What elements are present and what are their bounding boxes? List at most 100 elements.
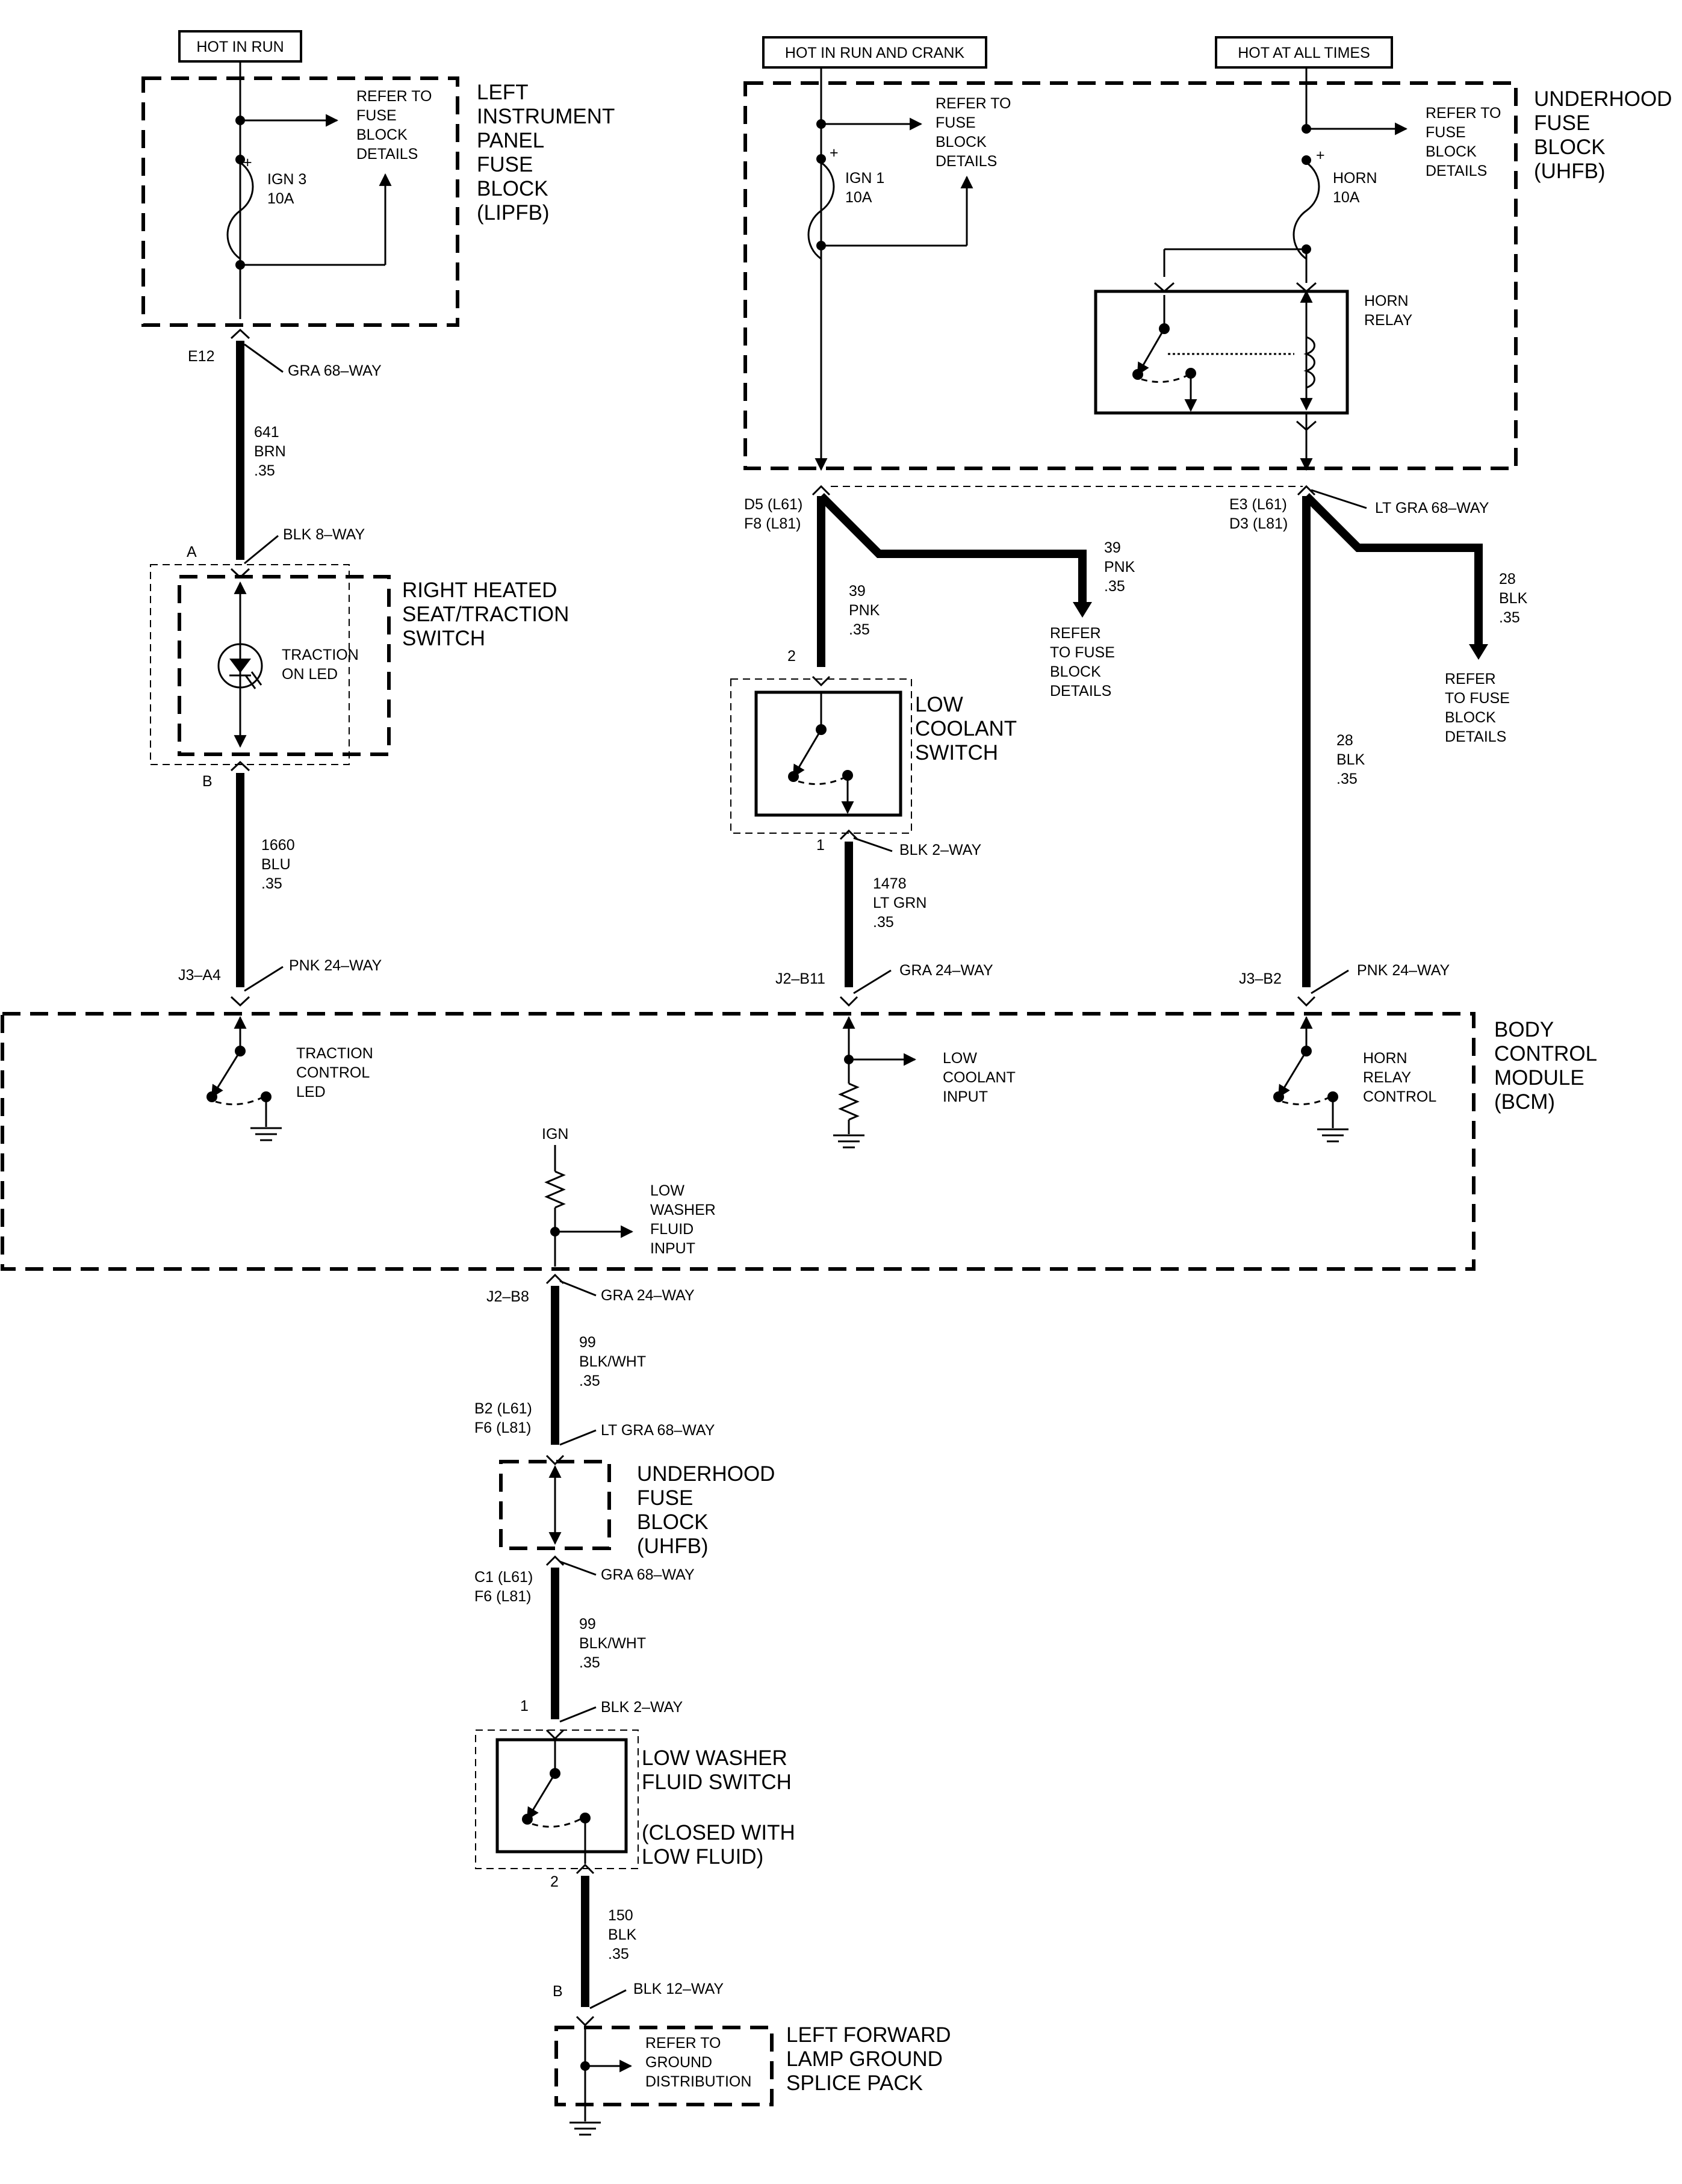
ground-icon xyxy=(1317,1128,1348,1143)
svg-text:TO FUSE: TO FUSE xyxy=(1445,690,1510,707)
header-hot-at-all-times: HOT AT ALL TIMES xyxy=(1215,36,1393,69)
ign3-fuse-label: IGN 3 10A xyxy=(267,171,306,207)
horn-relay: HORN RELAY xyxy=(1094,282,1412,471)
svg-text:DETAILS: DETAILS xyxy=(936,153,997,170)
svg-text:1660: 1660 xyxy=(261,837,295,854)
svg-text:TO FUSE: TO FUSE xyxy=(1050,644,1115,661)
horn-relay-coil-icon xyxy=(1303,336,1315,389)
svg-text:.35: .35 xyxy=(608,1946,629,1962)
svg-text:REFER TO: REFER TO xyxy=(1426,105,1501,122)
svg-text:TRACTION: TRACTION xyxy=(282,647,359,663)
ground-icon xyxy=(569,2121,601,2136)
svg-text:PNK 24–WAY: PNK 24–WAY xyxy=(1357,962,1450,979)
svg-text:LEFT: LEFT xyxy=(477,81,529,104)
ign1-fuse-icon xyxy=(807,161,835,260)
svg-text:REFER: REFER xyxy=(1445,671,1496,687)
svg-text:BLU: BLU xyxy=(261,856,291,873)
uhfb-top-fuse-block: UNDERHOOD FUSE BLOCK (UHFB) + REFER TO F… xyxy=(743,67,1672,471)
svg-text:GRA 24–WAY: GRA 24–WAY xyxy=(601,1287,695,1304)
connector-row-68-way-top: D5 (L61) F8 (L81) E3 (L61) D3 (L81) LT G… xyxy=(744,485,1489,532)
svg-text:INSTRUMENT: INSTRUMENT xyxy=(477,105,615,128)
connector-pin-1-coolant: 1 xyxy=(816,837,825,854)
connector-blk-8-way: BLK 8–WAY xyxy=(283,526,365,543)
svg-text:COOLANT: COOLANT xyxy=(943,1069,1016,1086)
svg-text:1478: 1478 xyxy=(873,875,907,892)
svg-text:FUSE: FUSE xyxy=(637,1486,693,1510)
svg-text:UNDERHOOD: UNDERHOOD xyxy=(1534,87,1672,111)
svg-text:FUSE: FUSE xyxy=(936,114,976,131)
svg-text:IGN: IGN xyxy=(542,1126,568,1143)
svg-text:HORN: HORN xyxy=(1364,293,1409,309)
svg-text:28: 28 xyxy=(1499,571,1516,588)
svg-text:UNDERHOOD: UNDERHOOD xyxy=(637,1462,775,1486)
wire-1478-lt-grn: 1 BLK 2–WAY 1478 LT GRN .35 J2–B11 GRA 2… xyxy=(775,829,993,1007)
svg-text:LT GRA 68–WAY: LT GRA 68–WAY xyxy=(601,1422,715,1439)
svg-text:LOW: LOW xyxy=(915,693,963,716)
svg-text:PNK: PNK xyxy=(1104,559,1135,575)
svg-text:CONTROL: CONTROL xyxy=(296,1064,370,1081)
lipfb-refer-text: REFER TO FUSE BLOCK DETAILS xyxy=(356,88,432,163)
right-heated-seat-traction-switch: A TRACTION ON LED RIGHT HEATED SEAT/TRAC… xyxy=(150,544,569,765)
svg-text:BLOCK: BLOCK xyxy=(1534,135,1606,159)
svg-text:LEFT FORWARD: LEFT FORWARD xyxy=(786,2023,951,2047)
svg-text:BLK 12–WAY: BLK 12–WAY xyxy=(633,1981,724,1997)
connector-pnk-24-way-left: PNK 24–WAY xyxy=(289,957,382,974)
svg-text:BLK: BLK xyxy=(608,1926,637,1943)
svg-text:.35: .35 xyxy=(261,875,282,892)
svg-text:LOW FLUID): LOW FLUID) xyxy=(642,1845,763,1869)
svg-text:INPUT: INPUT xyxy=(943,1088,988,1105)
svg-text:.35: .35 xyxy=(1336,771,1358,787)
svg-text:D5 (L61): D5 (L61) xyxy=(744,496,802,513)
svg-text:CONTROL: CONTROL xyxy=(1494,1042,1597,1066)
header-hot-at-all-times-text: HOT AT ALL TIMES xyxy=(1238,45,1370,61)
svg-text:BLK 2–WAY: BLK 2–WAY xyxy=(899,842,981,858)
svg-text:BLK 2–WAY: BLK 2–WAY xyxy=(601,1699,683,1716)
svg-text:.35: .35 xyxy=(1104,578,1125,595)
svg-text:IGN 1: IGN 1 xyxy=(845,170,884,187)
svg-text:ON LED: ON LED xyxy=(282,666,338,683)
svg-text:BRN: BRN xyxy=(254,443,286,460)
svg-text:28: 28 xyxy=(1336,732,1353,749)
svg-text:SWITCH: SWITCH xyxy=(915,741,998,765)
svg-text:F8 (L81): F8 (L81) xyxy=(744,515,801,532)
svg-text:BLK: BLK xyxy=(1499,590,1528,607)
svg-text:DETAILS: DETAILS xyxy=(356,146,418,163)
wire-39-pnk: 39 PNK .35 REFER TO FUSE BLOCK DETAILS 3… xyxy=(787,493,1135,700)
svg-text:REFER TO: REFER TO xyxy=(936,95,1011,112)
svg-text:.35: .35 xyxy=(579,1654,600,1671)
svg-text:RELAY: RELAY xyxy=(1363,1069,1411,1086)
svg-text:BLOCK: BLOCK xyxy=(477,177,548,200)
connector-pin-1-washer: 1 xyxy=(520,1698,529,1714)
svg-text:WASHER: WASHER xyxy=(650,1202,716,1218)
svg-text:10A: 10A xyxy=(1333,189,1360,206)
uhfb-title: UNDERHOOD FUSE BLOCK (UHFB) xyxy=(1534,87,1672,183)
svg-text:HORN: HORN xyxy=(1333,170,1377,187)
svg-text:10A: 10A xyxy=(845,189,872,206)
connector-j3-b2: J3–B2 xyxy=(1239,970,1282,987)
wire-150-blk: 2 150 BLK .35 B BLK 12–WAY xyxy=(550,1863,724,2027)
wire-99-blk-wht-lower: C1 (L61) F6 (L81) GRA 68–WAY 99 BLK/WHT … xyxy=(474,1555,695,1740)
svg-text:LOW: LOW xyxy=(943,1050,977,1067)
svg-text:FUSE: FUSE xyxy=(1426,124,1466,141)
svg-text:641: 641 xyxy=(254,424,279,441)
lipfb-fuse-plus: + xyxy=(243,154,252,171)
svg-text:DISTRIBUTION: DISTRIBUTION xyxy=(645,2073,751,2090)
svg-text:LT GRA 68–WAY: LT GRA 68–WAY xyxy=(1375,500,1489,517)
svg-text:F6 (L81): F6 (L81) xyxy=(474,1419,531,1436)
svg-text:CONTROL: CONTROL xyxy=(1363,1088,1436,1105)
svg-text:IGN 3: IGN 3 xyxy=(267,171,306,188)
svg-text:BODY: BODY xyxy=(1494,1018,1554,1041)
svg-text:COOLANT: COOLANT xyxy=(915,717,1017,740)
svg-text:REFER TO: REFER TO xyxy=(356,88,432,105)
svg-text:10A: 10A xyxy=(267,190,294,207)
resistor-icon xyxy=(838,1082,860,1121)
connector-pin-2-washer: 2 xyxy=(550,1873,559,1890)
header-hot-in-run-and-crank-text: HOT IN RUN AND CRANK xyxy=(785,45,965,61)
svg-text:.35: .35 xyxy=(254,462,275,479)
svg-text:PNK: PNK xyxy=(849,602,880,619)
low-coolant-switch: LOW COOLANT SWITCH xyxy=(730,678,1017,834)
svg-text:.35: .35 xyxy=(1499,609,1520,626)
lipfb-title: LEFT INSTRUMENT PANEL FUSE BLOCK (LIPFB) xyxy=(477,81,615,225)
svg-text:GROUND: GROUND xyxy=(645,2054,712,2071)
